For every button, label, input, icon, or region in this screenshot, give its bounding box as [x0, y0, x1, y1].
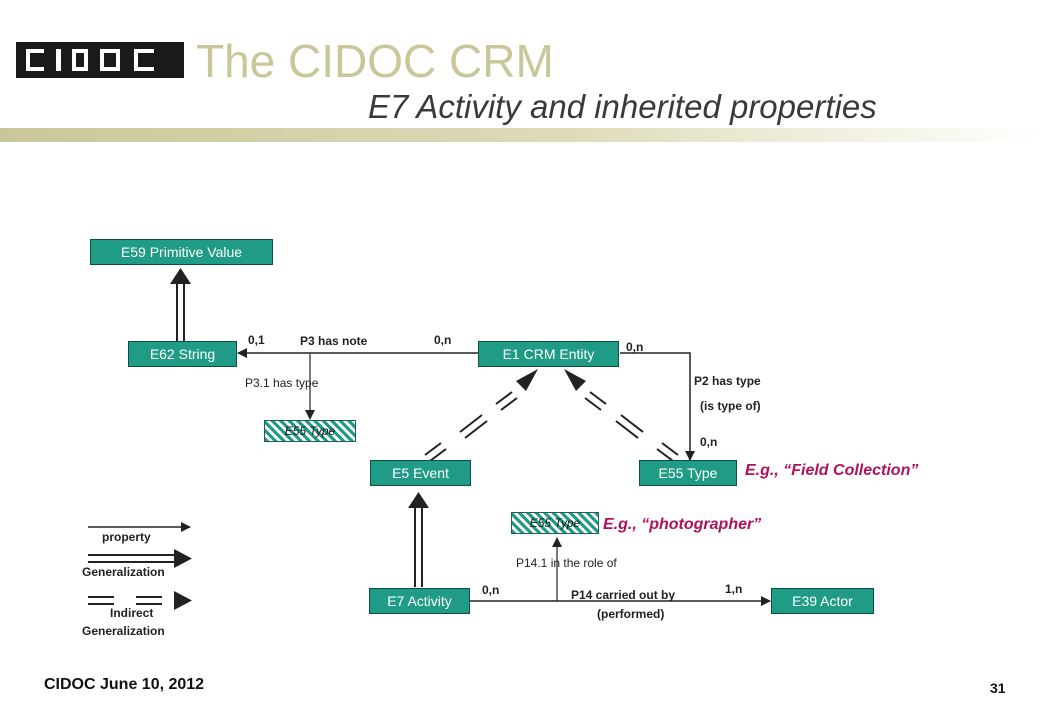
p2-inverse-label: (is type of) [700, 399, 761, 413]
legend-indirect-arrow [88, 591, 192, 610]
p14-cardinality-left: 0,n [482, 583, 500, 597]
p3-1-label: P3.1 has type [245, 376, 319, 390]
example-field-collection: E.g., “Field Collection” [745, 462, 919, 479]
hatched-e55-type-note[interactable]: E55 Type [264, 420, 356, 442]
indirect-generalization-e55-e1 [584, 391, 679, 462]
legend-indirect-label-1: Indirect [110, 606, 154, 620]
hatched-e55-type-role[interactable]: E55 Type [511, 512, 599, 534]
p2-line [620, 352, 695, 461]
footer-date: CIDOC June 10, 2012 [44, 676, 205, 693]
class-e62-string[interactable]: E62 String [128, 341, 237, 367]
class-e55-type[interactable]: E55 Type [639, 460, 737, 486]
p3-cardinality-right: 0,n [434, 333, 452, 347]
generalization-e62-e59 [170, 268, 191, 341]
p14-cardinality-right: 1,n [725, 582, 743, 596]
example-photographer: E.g., “photographer” [603, 516, 762, 533]
class-e5-event[interactable]: E5 Event [370, 460, 471, 486]
cidoc-logo [16, 42, 184, 78]
p2-cardinality-top: 0,n [626, 340, 644, 354]
p14-label: P14 carried out by [571, 588, 676, 602]
p2-label: P2 has type [694, 374, 761, 388]
p14-inverse-label: (performed) [597, 607, 665, 621]
p3-cardinality-left: 0,1 [248, 333, 265, 347]
legend-generalization-arrow [88, 549, 192, 568]
class-e39-actor[interactable]: E39 Actor [771, 588, 874, 614]
page-title: The CIDOC CRM [196, 35, 554, 87]
page-number: 31 [990, 680, 1006, 696]
title-underline-bar [0, 128, 1040, 142]
class-e7-activity[interactable]: E7 Activity [369, 588, 470, 614]
indirect-generalization-e5-e1 [424, 391, 518, 462]
class-e1-crm-entity[interactable]: E1 CRM Entity [478, 341, 619, 367]
legend-indirect-label-2: Generalization [82, 624, 165, 638]
legend-property-label: property [102, 530, 151, 544]
p14-1-label: P14.1 in the role of [516, 556, 617, 570]
p3-label: P3 has note [300, 334, 368, 348]
p2-cardinality-bottom: 0,n [700, 435, 718, 449]
page-subtitle: E7 Activity and inherited properties [368, 88, 877, 125]
generalization-e7-e5 [408, 492, 429, 587]
class-e59-primitive-value[interactable]: E59 Primitive Value [90, 239, 273, 265]
legend-generalization-label: Generalization [82, 565, 165, 579]
